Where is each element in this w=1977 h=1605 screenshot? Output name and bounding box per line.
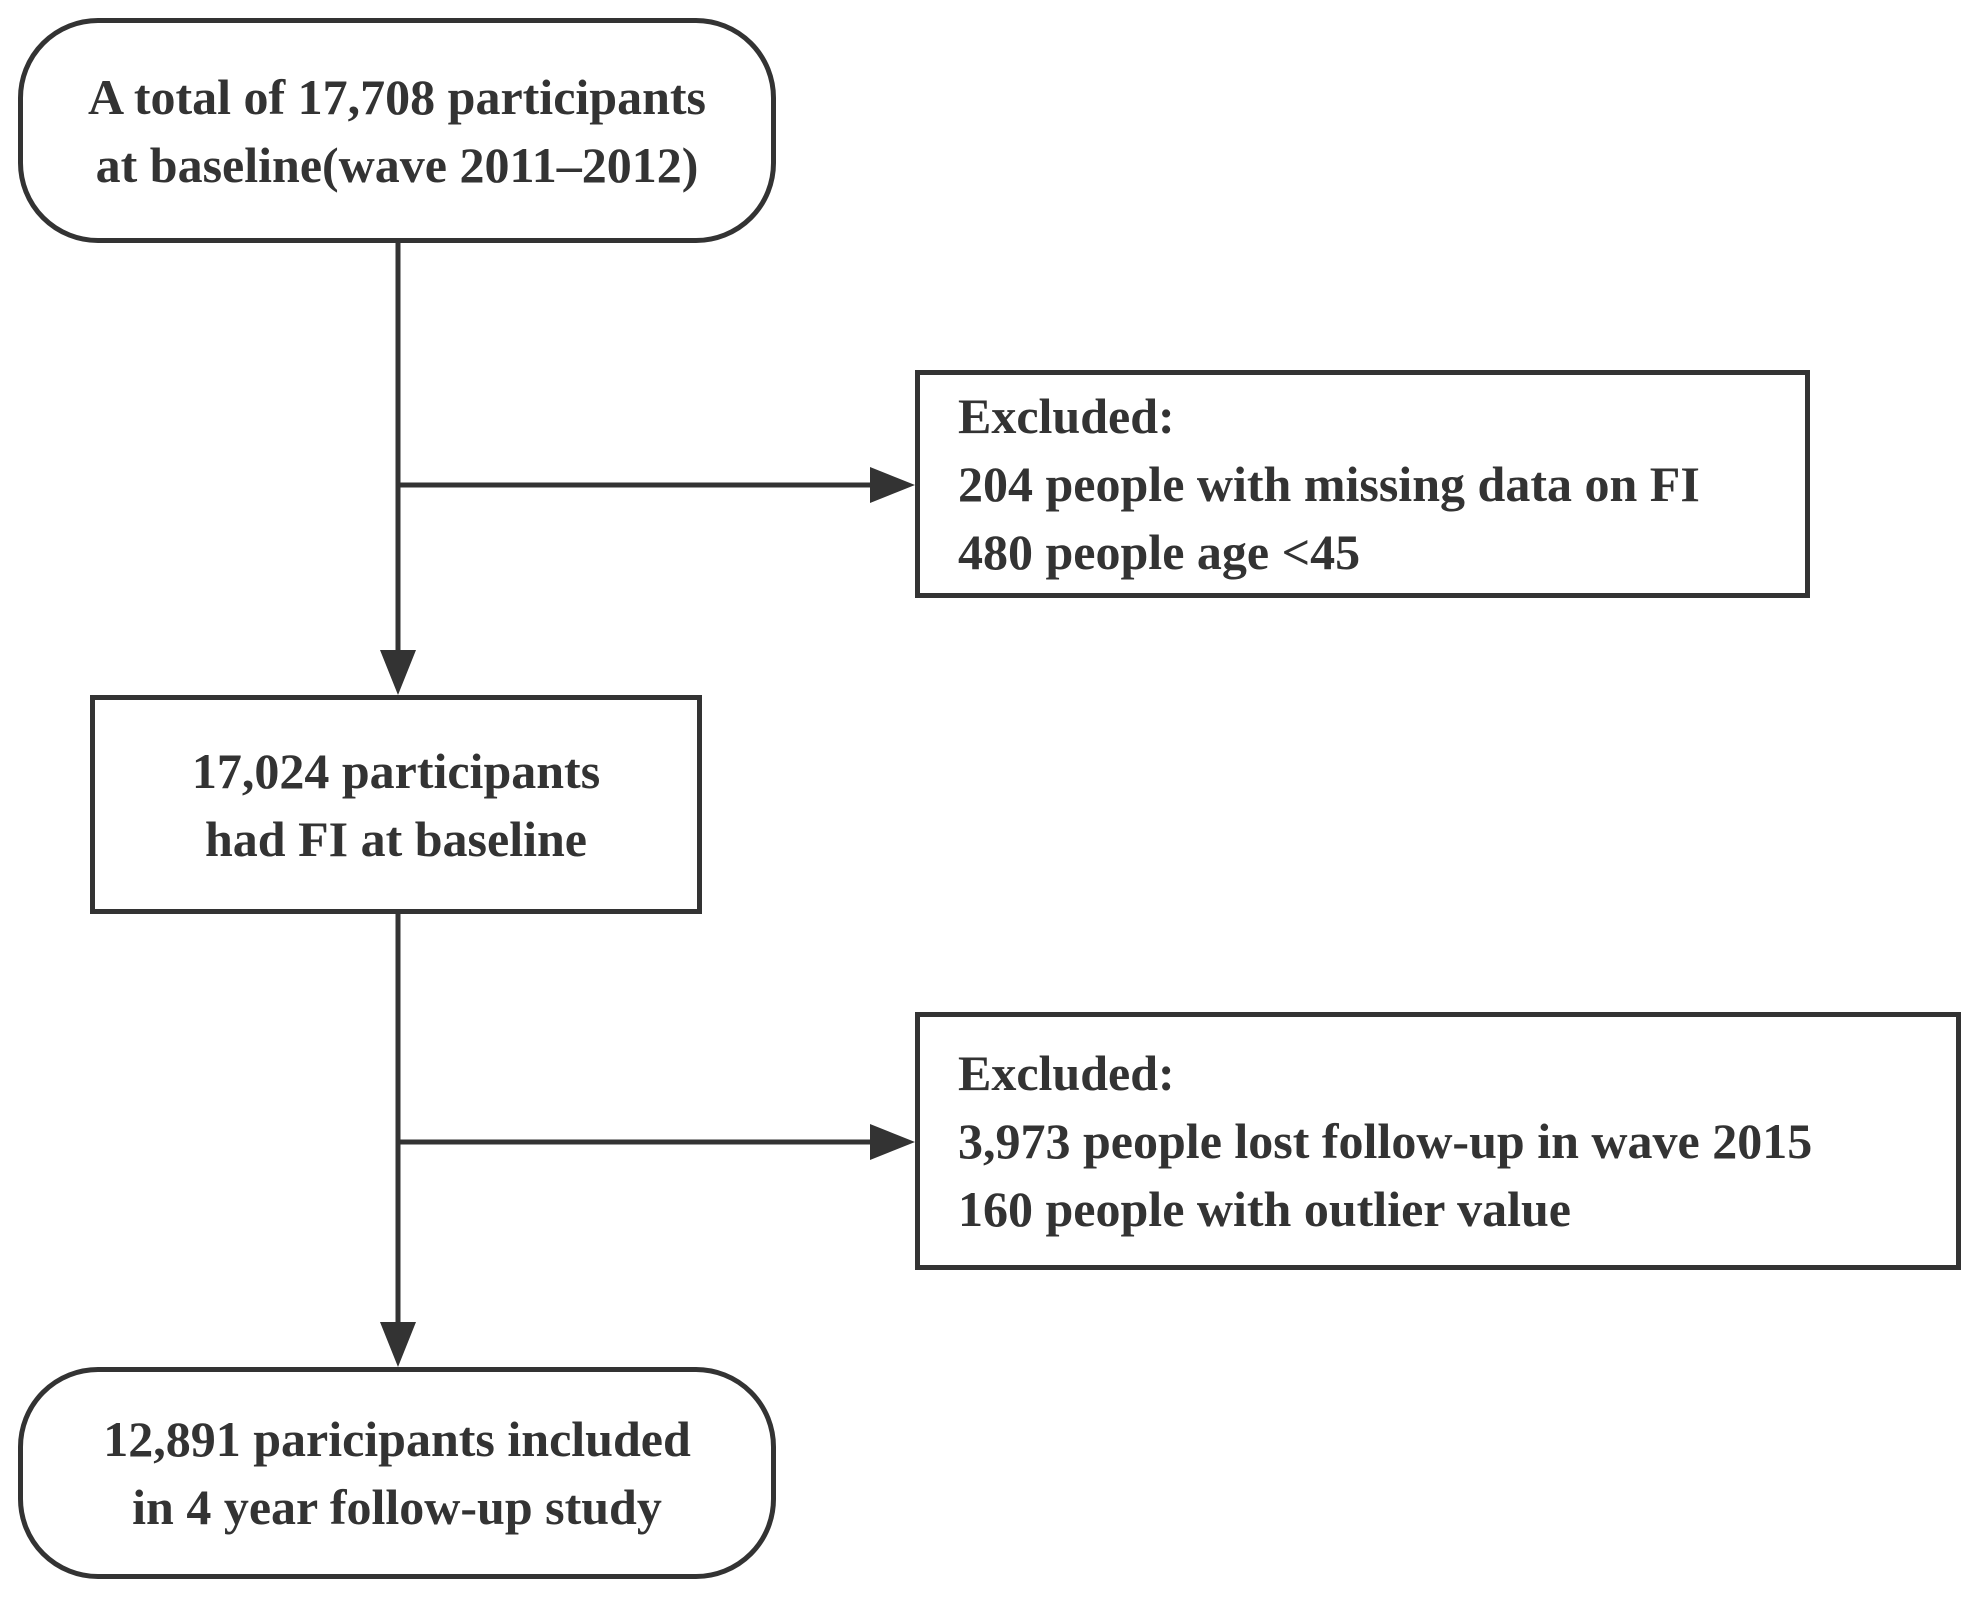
- baseline-node-line-2: had FI at baseline: [204, 810, 587, 867]
- exclusion-1-item-1: 204 people with missing data on FI: [958, 456, 1700, 512]
- end-node: 12,891 paricipants included in 4 year fo…: [18, 1367, 776, 1579]
- start-node: A total of 17,708 participants at baseli…: [18, 18, 776, 243]
- baseline-node: 17,024 participants had FI at baseline: [90, 695, 702, 914]
- exclusion-2-item-1: 3,973 people lost follow-up in wave 2015: [958, 1113, 1813, 1169]
- arrowhead-down-2: [380, 1322, 416, 1367]
- exclusion-1-item-2: 480 people age <45: [958, 524, 1361, 580]
- exclusion-box-2: Excluded: 3,973 people lost follow-up in…: [915, 1012, 1961, 1270]
- baseline-node-line-1: 17,024 participants: [191, 742, 601, 799]
- end-node-line-2: in 4 year follow-up study: [132, 1479, 662, 1535]
- exclusion-2-heading: Excluded:: [958, 1045, 1175, 1101]
- arrowhead-down-1: [380, 650, 416, 695]
- end-node-line-1: 12,891 paricipants included: [103, 1411, 691, 1467]
- start-node-line-2: at baseline(wave 2011–2012): [95, 136, 699, 193]
- exclusion-box-1: Excluded: 204 people with missing data o…: [915, 370, 1810, 598]
- arrowhead-right-2: [870, 1124, 915, 1160]
- arrowhead-right-1: [870, 467, 915, 503]
- exclusion-2-item-2: 160 people with outlier value: [958, 1181, 1571, 1237]
- exclusion-1-heading: Excluded:: [958, 388, 1175, 444]
- start-node-line-1: A total of 17,708 participants: [87, 68, 707, 125]
